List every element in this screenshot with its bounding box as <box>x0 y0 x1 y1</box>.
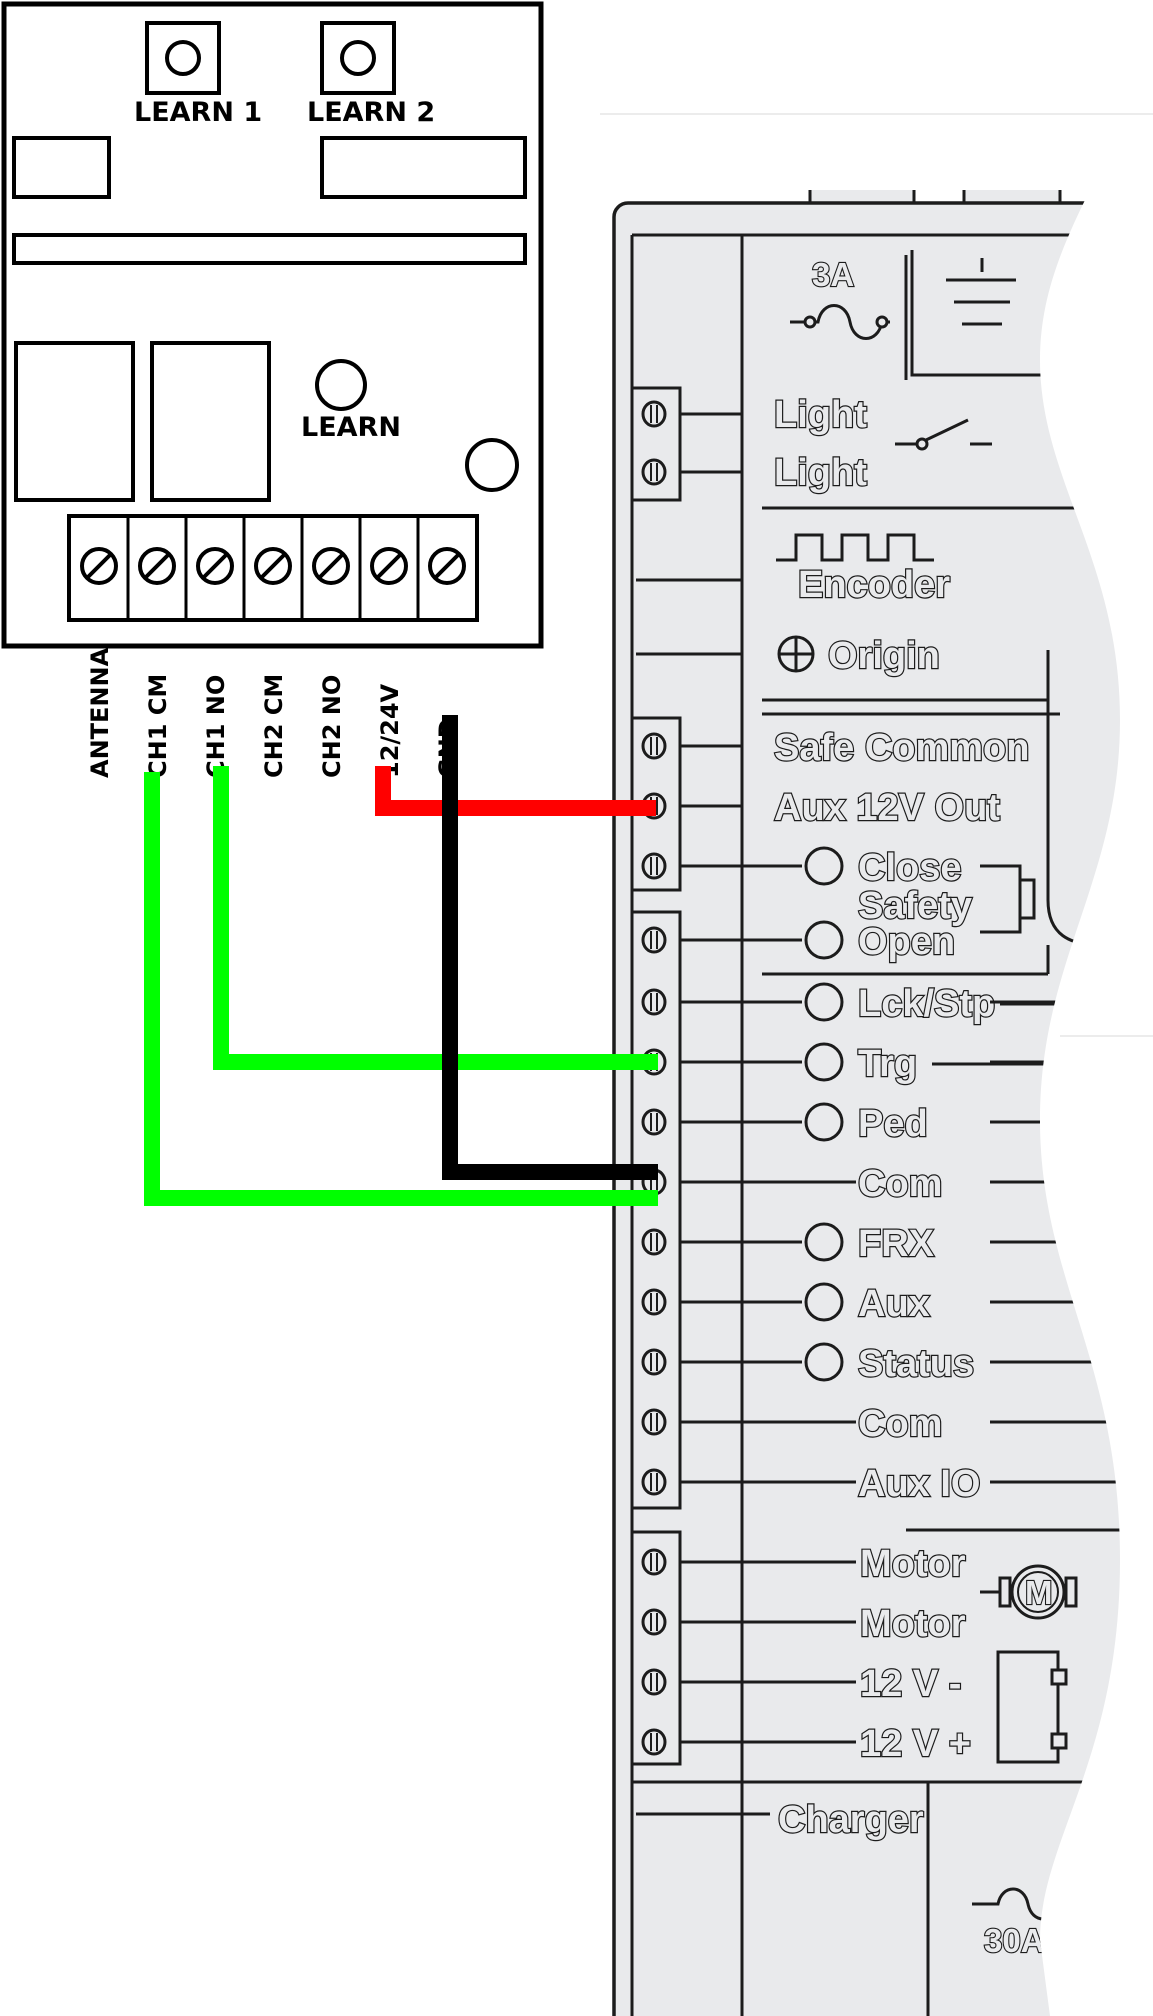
wire-gnd-black <box>442 715 658 1180</box>
input-led <box>804 1282 844 1322</box>
terminal-label: Open <box>858 921 955 963</box>
safety-bracket-inner <box>1020 878 1036 920</box>
antenna-strip <box>12 233 527 265</box>
encoder-label: Encoder <box>798 564 950 606</box>
motor-icon: M <box>980 1564 1078 1620</box>
wire-12-24v-red <box>375 766 656 816</box>
learn-label: LEARN <box>301 412 401 443</box>
terminal-label: Com <box>858 1403 942 1445</box>
terminal-label: Motor <box>860 1603 966 1645</box>
motor-symbol: M <box>1025 1574 1053 1611</box>
origin-label: Origin <box>828 635 940 677</box>
terminal-screw <box>641 1668 667 1696</box>
input-led <box>804 920 844 960</box>
terminal-label: Ped <box>858 1103 928 1145</box>
terminal-label: FRX <box>858 1223 935 1265</box>
ground-icon <box>946 258 1016 326</box>
learn2-label: LEARN 2 <box>307 97 435 128</box>
terminal-label: Safe Common <box>774 727 1029 769</box>
screw-slot <box>260 553 286 579</box>
fuse-30a-label: 30A <box>984 1922 1045 1959</box>
input-led <box>804 1342 844 1382</box>
screw-slot <box>202 553 228 579</box>
screw-slot <box>434 553 460 579</box>
terminal-screw <box>641 926 667 954</box>
fuse-3a-label: 3A <box>812 256 854 293</box>
wires <box>144 715 658 1206</box>
component-block-2 <box>150 341 271 502</box>
terminal-label: Close <box>858 847 961 889</box>
terminal-screw <box>641 1608 667 1636</box>
relay-right <box>320 136 527 199</box>
terminal-label: Aux <box>858 1283 930 1325</box>
input-led <box>804 846 844 886</box>
terminal-screw <box>641 1468 667 1496</box>
relay-left <box>12 136 111 199</box>
screw-slot <box>144 553 170 579</box>
screw-slot <box>376 553 402 579</box>
wire-ch1-cm-green <box>144 772 658 1206</box>
terminal-label: Motor <box>860 1543 966 1585</box>
status-led <box>465 438 519 492</box>
terminal-screw <box>641 852 667 880</box>
terminal-label: Aux 12V Out <box>774 787 1000 829</box>
terminal-screw <box>641 1228 667 1256</box>
wire-ch1-no-green <box>213 766 658 1070</box>
pin-label-2: CH1 NO <box>202 675 230 778</box>
input-led <box>804 1102 844 1142</box>
terminal-screw <box>641 1348 667 1376</box>
input-led <box>804 1222 844 1262</box>
terminal-screw <box>641 1728 667 1756</box>
receiver-board: LEARN 1 LEARN 2 LEARN ANTENNA CH1 CM CH1 N… <box>1 1 544 778</box>
light-switch-icon <box>895 418 992 451</box>
terminal-label: Aux IO <box>858 1463 980 1505</box>
pin-label-3: CH2 CM <box>260 674 288 778</box>
terminal-screw <box>641 1408 667 1436</box>
learn-button <box>315 359 367 411</box>
terminal-label: 12 V - <box>860 1663 961 1705</box>
charger-label: Charger <box>778 1799 924 1841</box>
pin-label-5: 12/24V <box>376 683 404 778</box>
fuse-3a-terminal-a <box>803 315 817 329</box>
fuse-3a-icon <box>790 304 890 340</box>
learn1-button-knob <box>165 40 201 76</box>
screw-slot <box>318 553 344 579</box>
encoder-pulse-icon <box>776 533 934 562</box>
terminal-label: Lck/Stp <box>858 983 995 1025</box>
terminal-label: Com <box>858 1163 942 1205</box>
terminal-screw <box>641 400 667 428</box>
screw-slot <box>86 553 112 579</box>
input-led <box>804 982 844 1022</box>
terminal-screw <box>641 732 667 760</box>
pin-label-0: ANTENNA <box>86 647 114 778</box>
battery-icon <box>996 1650 1068 1764</box>
terminal-screw <box>641 1288 667 1316</box>
terminal-label: Light <box>774 452 867 494</box>
component-block-1 <box>14 341 135 502</box>
safety-bracket <box>980 864 1022 934</box>
terminal-label: Trg <box>858 1043 917 1085</box>
terminal-screw <box>641 1548 667 1576</box>
pin-label-1: CH1 CM <box>144 674 172 778</box>
terminal-label: 12 V + <box>860 1723 971 1765</box>
receiver-screw-row <box>80 516 466 620</box>
terminal-screw <box>641 458 667 486</box>
fuse-3a-terminal-b <box>875 315 889 329</box>
learn1-label: LEARN 1 <box>134 97 262 128</box>
terminal-label: Safety <box>858 885 972 927</box>
terminal-screw <box>641 1108 667 1136</box>
learn2-button-knob <box>340 40 376 76</box>
input-led <box>804 1042 844 1082</box>
ground-box <box>910 250 1080 377</box>
terminal-label: Status <box>858 1343 974 1385</box>
terminal-label: Light <box>774 394 867 436</box>
terminal-screw <box>641 988 667 1016</box>
pin-label-4: CH2 NO <box>318 675 346 778</box>
